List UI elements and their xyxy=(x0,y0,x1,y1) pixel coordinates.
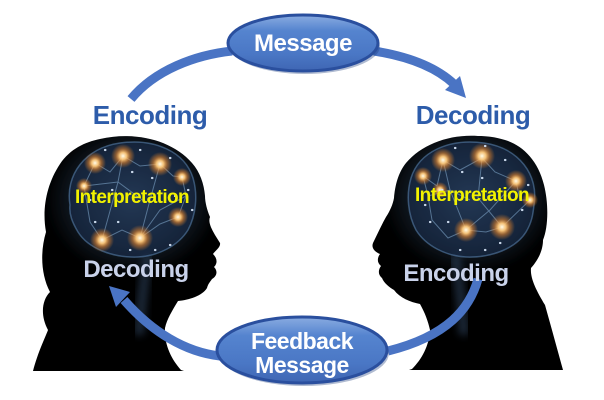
left-interpretation-label: Interpretation xyxy=(75,187,189,208)
message-node-ellipse xyxy=(226,13,380,73)
left-neural-network xyxy=(83,155,187,241)
left-brain-glow-spots xyxy=(76,144,191,252)
right-brainstem-glow xyxy=(450,254,469,336)
left-encoding-label: Encoding xyxy=(93,100,207,130)
feedback-arrow-right-segment xyxy=(386,277,483,356)
feedback-node-ellipse xyxy=(215,315,389,385)
message-arrow-right-segment xyxy=(373,46,458,88)
right-encoding-label: Encoding xyxy=(403,260,508,287)
left-brain-specks xyxy=(88,148,194,252)
right-decoding-label: Decoding xyxy=(416,100,530,130)
right-interpretation-label: Interpretation xyxy=(415,185,529,206)
left-brainstem-glow xyxy=(134,254,153,336)
feedback-label-line2: Message xyxy=(255,352,349,378)
message-arrowhead-icon xyxy=(445,76,466,98)
right-brain-art xyxy=(384,135,556,336)
left-decoding-label: Decoding xyxy=(83,256,188,283)
feedback-message-node: Feedback Message xyxy=(215,315,389,386)
left-person-silhouette xyxy=(33,136,221,371)
message-label: Message xyxy=(254,30,352,57)
process-labels: Encoding Decoding Interpretation Interpr… xyxy=(75,100,531,287)
message-node: Message xyxy=(226,13,380,74)
cycle-arrows xyxy=(109,46,483,361)
feedback-arrowhead-icon xyxy=(109,286,130,307)
message-arrow-left-segment xyxy=(127,46,233,102)
left-brain-art xyxy=(46,136,218,336)
feedback-arrow-left-segment xyxy=(120,297,221,361)
right-person-silhouette xyxy=(372,135,563,370)
right-brain-specks xyxy=(423,144,530,252)
feedback-label-line1: Feedback xyxy=(251,328,354,354)
right-brain-glow-spots xyxy=(414,143,538,242)
